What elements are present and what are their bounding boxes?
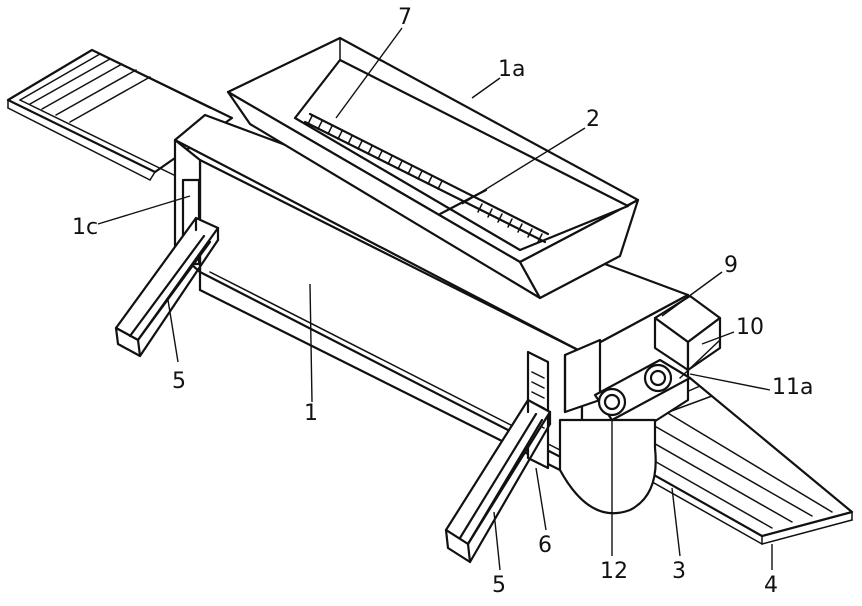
label-5-bottom: 5 (492, 573, 506, 598)
label-1: 1 (304, 401, 318, 426)
label-10: 10 (736, 315, 764, 340)
label-3: 3 (672, 559, 686, 584)
label-5-left: 5 (172, 369, 186, 394)
label-1a: 1a (498, 57, 525, 82)
label-2: 2 (586, 107, 600, 132)
label-4: 4 (764, 573, 778, 598)
label-1c: 1c (72, 215, 98, 240)
label-9: 9 (724, 253, 738, 278)
label-11a: 11a (772, 375, 813, 400)
left-chute (116, 218, 218, 356)
label-7: 7 (398, 5, 412, 30)
label-12: 12 (600, 559, 628, 584)
label-6: 6 (538, 533, 552, 558)
